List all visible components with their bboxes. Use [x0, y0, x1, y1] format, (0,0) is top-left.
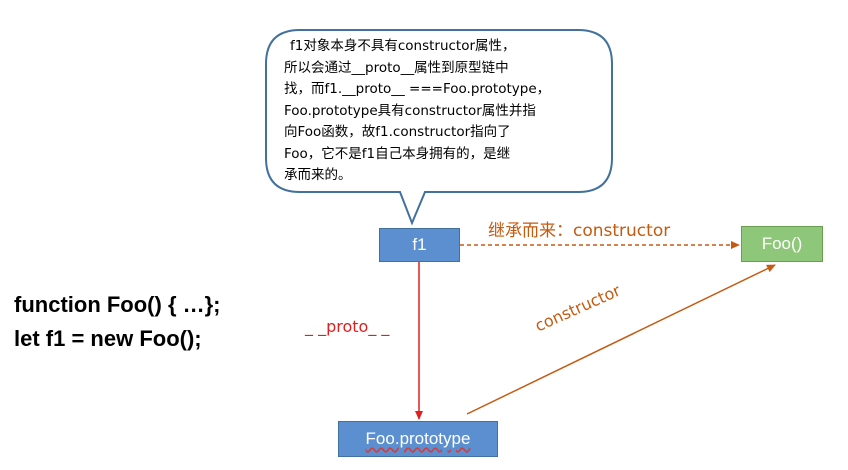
callout-line: f1对象本身不具有constructor属性，: [290, 38, 516, 54]
node-f1-label: f1: [412, 235, 427, 254]
node-foo-label: Foo(): [761, 234, 803, 253]
node-foo-prototype: Foo.prototype: [338, 421, 498, 457]
callout-line: 所以会通过__proto__属性到原型链中: [284, 59, 509, 76]
node-f1: f1: [379, 228, 460, 262]
callout-line: 承而来的。: [284, 167, 352, 183]
code-line-function: function Foo() { …};: [14, 292, 221, 317]
callout-line: 找，而f1.__proto__ ===Foo.prototype，: [284, 81, 551, 97]
inherited-constructor-label: 继承而来：constructor: [488, 221, 671, 241]
callout-line: 向Foo函数，故f1.constructor指向了: [284, 124, 511, 140]
callout-line: Foo，它不是f1自己本身拥有的，是继: [284, 145, 511, 162]
proto-label: _ _proto_ _: [305, 317, 390, 336]
callout-text: f1对象本身不具有constructor属性， 所以会通过__proto__属性…: [284, 36, 596, 187]
callout-bubble: [265, 29, 613, 226]
constructor-arrow: [466, 264, 776, 415]
node-foo: Foo(): [741, 226, 823, 262]
callout-line: Foo.prototype具有constructor属性并指: [284, 102, 536, 119]
node-foo-prototype-label: Foo.prototype: [365, 429, 471, 448]
code-line-let: let f1 = new Foo();: [14, 326, 202, 351]
